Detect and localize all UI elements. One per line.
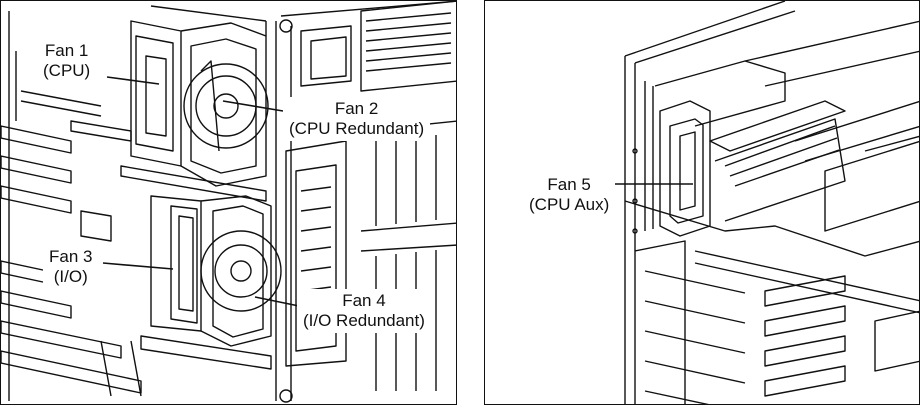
fan1-callout: Fan 1 (CPU) — [37, 39, 97, 83]
server-chassis-front-illustration — [1, 1, 456, 403]
fan5-name: Fan 5 — [547, 175, 591, 194]
fan3-leader-line — [102, 262, 174, 270]
fan3-role: (I/O) — [53, 267, 88, 286]
fan1-name: Fan 1 — [44, 41, 89, 60]
fan4-leader-line — [254, 296, 300, 307]
server-chassis-side-illustration — [597, 1, 919, 404]
fan2-leader-line — [222, 100, 284, 112]
io-fan-housing — [100, 195, 282, 397]
fan3-callout: Fan 3 (I/O) — [43, 245, 99, 289]
fan1-role: (CPU) — [43, 61, 91, 80]
cpu-fan-housing — [120, 5, 269, 202]
chassis-outline — [624, 1, 796, 404]
fan2-callout: Fan 2 (CPU Redundant) — [283, 97, 431, 141]
fan3-name: Fan 3 — [49, 247, 93, 266]
cpu-aux-fan-housing — [654, 60, 846, 237]
left-illustration-panel: Fan 1 (CPU) Fan 2 (CPU Redundant) Fan 3 … — [0, 0, 457, 405]
fan4-role: (I/O Redundant) — [303, 311, 425, 330]
fan2-role: (CPU Redundant) — [289, 119, 425, 138]
heatsink-assembly — [744, 20, 919, 232]
fan5-role: (CPU Aux) — [529, 195, 610, 214]
fan5-callout: Fan 5 (CPU Aux) — [523, 173, 616, 217]
fan4-callout: Fan 4 (I/O Redundant) — [297, 289, 431, 333]
callout-leader-lines — [102, 76, 300, 307]
right-illustration-panel: Fan 5 (CPU Aux) — [484, 0, 920, 405]
fan4-name: Fan 4 — [342, 291, 386, 310]
fan1-leader-line — [106, 76, 160, 85]
chassis-drive-bays — [275, 1, 456, 403]
fan2-name: Fan 2 — [334, 99, 379, 118]
pci-slots — [624, 200, 919, 404]
